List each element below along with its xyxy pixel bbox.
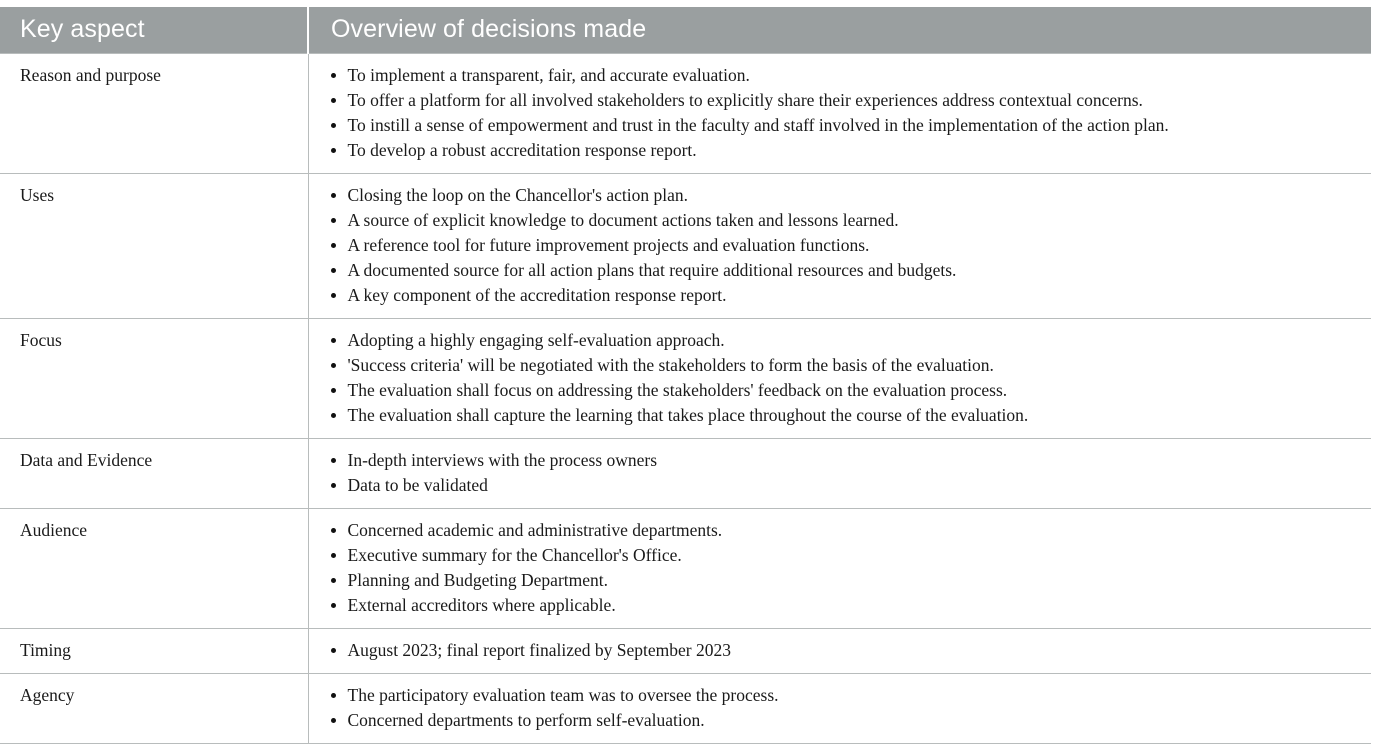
bullet-item: To implement a transparent, fair, and ac… <box>330 63 1360 88</box>
row-overview-cell: The participatory evaluation team was to… <box>308 672 1371 744</box>
bullet-item: Data to be validated <box>330 473 1360 498</box>
table-row: Uses Closing the loop on the Chancellor's… <box>0 172 1371 319</box>
row-key-label: Audience <box>20 519 88 540</box>
bullet-list: In-depth interviews with the process own… <box>330 448 1360 498</box>
row-overview-cell: In-depth interviews with the process own… <box>308 437 1371 509</box>
bullet-item: The evaluation shall capture the learnin… <box>330 403 1360 428</box>
column-header-key-aspect: Key aspect <box>0 7 309 54</box>
row-overview-cell: Concerned academic and administrative de… <box>308 507 1371 629</box>
bullet-item: The evaluation shall focus on addressing… <box>330 378 1360 403</box>
row-key-label: Data and Evidence <box>20 449 153 470</box>
row-key-cell: Focus <box>0 317 309 439</box>
bullet-item: Executive summary for the Chancellor's O… <box>330 543 1360 568</box>
bullet-item: To instill a sense of empowerment and tr… <box>330 113 1360 138</box>
row-key-label: Timing <box>20 639 71 660</box>
bullet-item: To offer a platform for all involved sta… <box>330 88 1360 113</box>
bullet-list: Adopting a highly engaging self-evaluati… <box>330 328 1360 428</box>
bullet-list: August 2023; final report finalized by S… <box>330 638 1360 663</box>
row-overview-cell: Adopting a highly engaging self-evaluati… <box>308 317 1371 439</box>
row-key-label: Uses <box>20 184 55 205</box>
bullet-item: A source of explicit knowledge to docume… <box>330 208 1360 233</box>
bullet-item: In-depth interviews with the process own… <box>330 448 1360 473</box>
bullet-item: To develop a robust accreditation respon… <box>330 138 1360 163</box>
row-key-cell: Audience <box>0 507 309 629</box>
table-row: Data and Evidence In-depth interviews wit… <box>0 437 1371 509</box>
table-row: Focus Adopting a highly engaging self-eva… <box>0 317 1371 439</box>
bullet-item: Planning and Budgeting Department. <box>330 568 1360 593</box>
bullet-list: Concerned academic and administrative de… <box>330 518 1360 618</box>
bullet-list: Closing the loop on the Chancellor's act… <box>330 183 1360 308</box>
decision-table-container: Key aspect Overview of decisions made Re… <box>0 7 1371 744</box>
bullet-item: The participatory evaluation team was to… <box>330 683 1360 708</box>
row-key-cell: Timing <box>0 627 309 674</box>
table-body: Reason and purpose To implement a transpa… <box>0 52 1371 744</box>
row-key-label: Reason and purpose <box>20 64 161 85</box>
bullet-item: 'Success criteria' will be negotiated wi… <box>330 353 1360 378</box>
row-key-label: Agency <box>20 684 75 705</box>
bullet-list: To implement a transparent, fair, and ac… <box>330 63 1360 163</box>
bullet-item: Adopting a highly engaging self-evaluati… <box>330 328 1360 353</box>
bullet-list: The participatory evaluation team was to… <box>330 683 1360 733</box>
row-key-cell: Data and Evidence <box>0 437 309 509</box>
table-header-row: Key aspect Overview of decisions made <box>0 7 1371 54</box>
row-key-label: Focus <box>20 329 62 350</box>
row-key-cell: Reason and purpose <box>0 52 309 174</box>
table-header: Key aspect Overview of decisions made <box>0 7 1371 54</box>
bullet-item: August 2023; final report finalized by S… <box>330 638 1360 663</box>
row-key-cell: Uses <box>0 172 309 319</box>
decision-table: Key aspect Overview of decisions made Re… <box>0 7 1371 744</box>
bullet-item: A documented source for all action plans… <box>330 258 1360 283</box>
table-row: Audience Concerned academic and administr… <box>0 507 1371 629</box>
table-row: Timing August 2023; final report finalize… <box>0 627 1371 674</box>
row-overview-cell: August 2023; final report finalized by S… <box>308 627 1371 674</box>
bullet-item: Concerned academic and administrative de… <box>330 518 1360 543</box>
row-overview-cell: Closing the loop on the Chancellor's act… <box>308 172 1371 319</box>
row-key-cell: Agency <box>0 672 309 744</box>
bullet-item: Concerned departments to perform self-ev… <box>330 708 1360 733</box>
table-row: Reason and purpose To implement a transpa… <box>0 52 1371 174</box>
bullet-item: External accreditors where applicable. <box>330 593 1360 618</box>
column-header-overview: Overview of decisions made <box>308 7 1371 54</box>
bullet-item: Closing the loop on the Chancellor's act… <box>330 183 1360 208</box>
bullet-item: A reference tool for future improvement … <box>330 233 1360 258</box>
row-overview-cell: To implement a transparent, fair, and ac… <box>308 52 1371 174</box>
bullet-item: A key component of the accreditation res… <box>330 283 1360 308</box>
table-row: Agency The participatory evaluation team … <box>0 672 1371 744</box>
